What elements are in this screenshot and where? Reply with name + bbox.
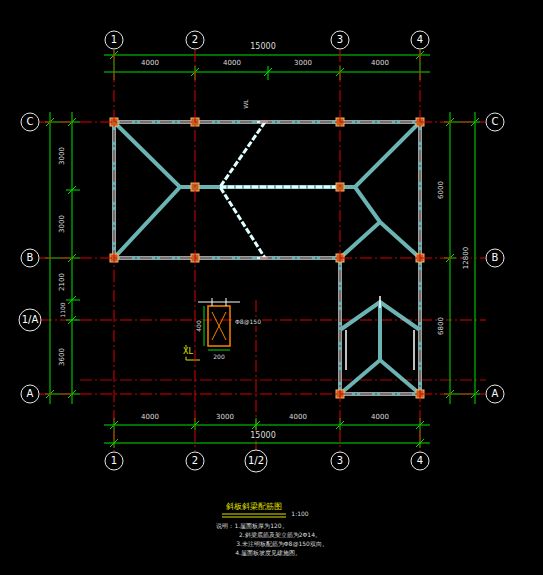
axis-label: 1/2	[248, 456, 264, 466]
axis-label: 2	[192, 456, 198, 466]
dimension: 4000	[370, 60, 390, 68]
dimension: 3000	[59, 214, 67, 234]
note: 2.斜梁底筋及架立筋为2Φ14。	[238, 532, 322, 539]
dimension: 3000	[293, 60, 313, 68]
axis-label: 4	[417, 35, 423, 45]
dimension: 1100	[60, 301, 67, 318]
note: 3.未注明板配筋为Φ8@150双向。	[235, 541, 329, 548]
axis-bubble: B	[20, 248, 40, 268]
axis-bubble: 4	[410, 451, 430, 471]
axis-label: 1/A	[22, 315, 39, 325]
axis-line	[40, 394, 485, 395]
axis-label: 3	[337, 456, 343, 466]
dimension: 4000	[288, 414, 308, 422]
axis-line	[340, 50, 341, 451]
dimension: 2100	[59, 272, 67, 292]
axis-bubble: 3	[330, 30, 350, 50]
beam-mark: WL	[243, 98, 250, 109]
axis-line	[195, 50, 196, 451]
dimension: 3000	[59, 146, 67, 166]
rebar-note: Φ8@150	[234, 319, 262, 326]
dimension: 4000	[140, 414, 160, 422]
note: 说明：1.屋面板厚为120。	[215, 523, 288, 530]
axis-bubble: 2	[185, 30, 205, 50]
axis-label: 1	[111, 456, 117, 466]
axis-line	[40, 122, 485, 123]
dimension: 3600	[59, 347, 67, 367]
beam-mark: XL	[182, 348, 194, 357]
axis-label: C	[492, 117, 499, 127]
axis-bubble: 1	[104, 451, 124, 471]
axis-label: 3	[337, 35, 343, 45]
dimension: 15000	[249, 43, 276, 52]
dimension: 4000	[370, 414, 390, 422]
axis-label: 2	[192, 35, 198, 45]
axis-label: 4	[417, 456, 423, 466]
scale: 1:100	[290, 511, 309, 518]
dimension: 15000	[249, 432, 276, 441]
axis-label: A	[27, 389, 34, 399]
axis-bubble: A	[485, 384, 505, 404]
dimension: 400	[196, 319, 203, 332]
dimension: 6800	[438, 316, 446, 336]
axis-label: 1	[111, 35, 117, 45]
axis-bubble: 1	[104, 30, 124, 50]
axis-bubble: 1/2	[244, 449, 268, 473]
axis-bubble: A	[20, 384, 40, 404]
axis-bubble: 2	[185, 451, 205, 471]
dimension: 200	[212, 354, 225, 361]
axis-bubble: B	[485, 248, 505, 268]
axis-line	[420, 50, 421, 451]
drawing-title: 斜板斜梁配筋图	[226, 503, 282, 512]
dimension: 6000	[438, 180, 446, 200]
note: 4.屋面板坡度见建施图。	[234, 550, 302, 557]
axis-bubble: C	[20, 112, 40, 132]
dimension: 12800	[463, 246, 471, 270]
axis-label: B	[27, 253, 34, 263]
axis-label: B	[492, 253, 499, 263]
axis-line	[114, 50, 115, 451]
axis-line	[40, 258, 485, 259]
axis-bubble: 1/A	[18, 308, 42, 332]
axis-bubble: C	[485, 112, 505, 132]
dimension: 4000	[140, 60, 160, 68]
axis-label: C	[27, 117, 34, 127]
axis-bubble: 4	[410, 30, 430, 50]
axis-label: A	[492, 389, 499, 399]
dimension: 4000	[222, 60, 242, 68]
axis-bubble: 3	[330, 451, 350, 471]
dimension: 3000	[215, 414, 235, 422]
